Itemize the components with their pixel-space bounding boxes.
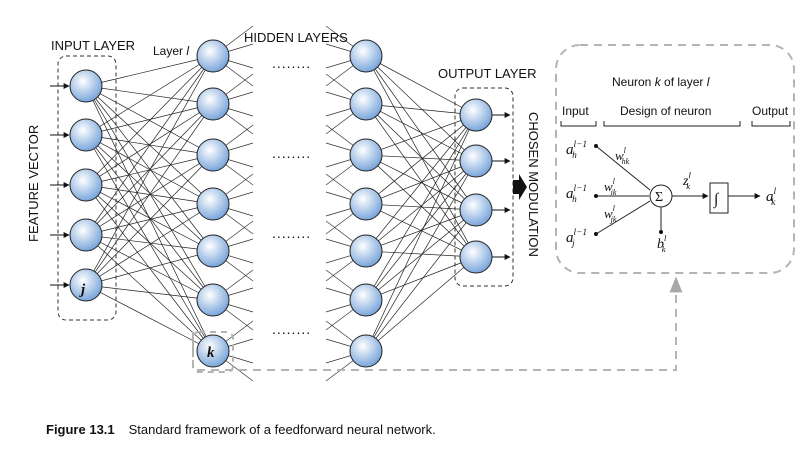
output-layer-box [454,87,514,287]
output-layer-label: OUTPUT LAYER [438,66,536,81]
node-layer1-1 [196,87,230,121]
ellipsis-2: ........ [272,145,311,161]
feature-vector-label: FEATURE VECTOR [26,125,41,242]
neuron-title: Neuron k of layer l [612,75,710,89]
node-layer1-5 [196,283,230,317]
node-layer2-0 [349,39,383,73]
node-layer1-2 [196,138,230,172]
node-layer2-6 [349,334,383,368]
node-j-label: j [79,282,86,298]
ellipsis-3: ........ [272,225,311,241]
feedback-path [192,276,683,371]
node-layer0-3 [69,218,103,252]
caption-text: Standard framework of a feedforward neur… [128,422,436,437]
node-layer2-2 [349,138,383,172]
ellipsis-1: ........ [272,55,311,71]
output-arrows [492,112,511,260]
node-k-highlight [192,331,234,373]
node-layer0-2 [69,168,103,202]
node-layer0-1 [69,118,103,152]
node-layer1-4 [196,234,230,268]
input-arrows [50,83,70,288]
connection-lines [85,25,477,382]
output-header: Output [752,104,789,118]
input-bracket [560,121,597,127]
node-layer1-0 [196,39,230,73]
hidden-layers-label: HIDDEN LAYERS [244,30,348,45]
ellipsis-4: ........ [272,321,311,337]
node-layer1-6 [196,334,230,368]
network-nodes [69,39,493,368]
node-layer2-3 [349,187,383,221]
node-layer0-0 [69,69,103,103]
activation-box [709,182,729,214]
modulation-arrow [513,174,527,200]
node-layer3-0 [459,98,493,132]
neuron-detail: Neuron k of layer l Input Design of neur… [560,75,791,254]
sum-symbol: Σ [655,190,663,205]
layer-l-label: Layer l [153,44,189,58]
input-layer-label: INPUT LAYER [51,38,135,53]
figure-number: Figure 13.1 [46,422,115,437]
chosen-modulation-label: CHOSEN MODULATION [526,112,541,257]
input-header: Input [562,104,589,118]
activation-symbol: ∫ [713,191,720,209]
node-layer1-3 [196,187,230,221]
node-layer0-4 [69,268,103,302]
node-layer2-1 [349,87,383,121]
input-layer-box [57,55,117,321]
neuron-detail-box [555,44,795,274]
node-layer3-3 [459,240,493,274]
design-header: Design of neuron [620,104,711,118]
output-bracket [751,121,791,127]
node-k-label: k [207,345,215,361]
figure-caption: Figure 13.1 Standard framework of a feedf… [46,422,436,437]
node-layer3-1 [459,144,493,178]
node-layer2-5 [349,283,383,317]
design-bracket [603,121,741,127]
node-layer3-2 [459,193,493,227]
node-layer2-4 [349,234,383,268]
